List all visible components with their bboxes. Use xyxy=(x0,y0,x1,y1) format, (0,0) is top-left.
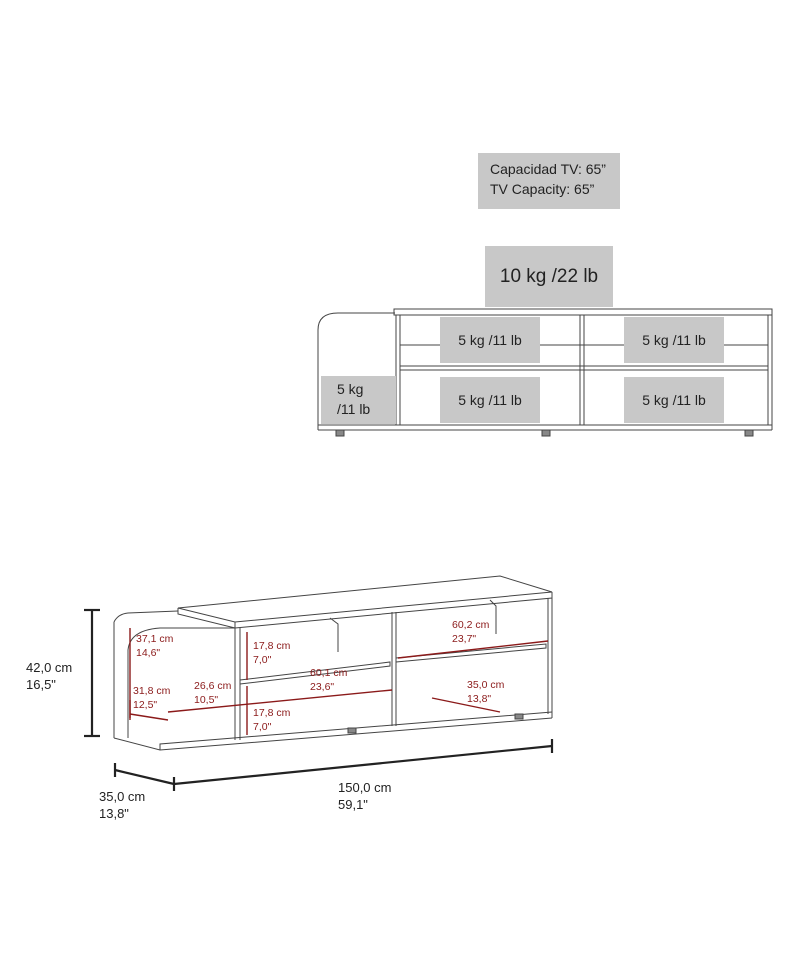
perspective-view xyxy=(113,575,553,751)
width-label: 150,0 cm 59,1" xyxy=(338,779,391,813)
right-depth-label: 35,0 cm 13,8" xyxy=(467,679,505,705)
inner-dimension-lines xyxy=(129,628,549,735)
depth-label: 35,0 cm 13,8" xyxy=(99,788,145,822)
right-width-label: 60,2 cm 23,7" xyxy=(452,619,490,645)
height-cm: 42,0 cm xyxy=(26,660,73,675)
center-lower-label: 17,8 cm 7,0" xyxy=(253,707,291,733)
persp-left-curved-panel xyxy=(127,627,235,738)
center-width-label: 60,1 cm 23,6" xyxy=(310,667,348,693)
shelf-load-bottom-right: 5 kg /11 lb xyxy=(624,377,724,423)
overall-dimension-lines xyxy=(84,608,554,791)
center-upper-label: 17,8 cm 7,0" xyxy=(253,640,291,666)
front-top-board xyxy=(393,308,773,316)
width-in: 59,1" xyxy=(338,797,368,812)
side-load-line2: /11 lb xyxy=(337,401,371,417)
side-load-label: 5 kg /11 lb xyxy=(321,376,396,424)
tv-capacity-label: Capacidad TV: 65” TV Capacity: 65” xyxy=(478,153,620,209)
dim-line-center-width xyxy=(167,689,393,713)
dim-line-side-depth xyxy=(129,713,169,721)
tv-capacity-es: Capacidad TV: 65” xyxy=(490,161,606,177)
side-upper-label: 37,1 cm 14,6" xyxy=(136,633,174,659)
depth-dim-line xyxy=(114,768,175,786)
dim-line-right-depth xyxy=(431,697,501,713)
foot-3 xyxy=(744,429,754,437)
height-label: 42,0 cm 16,5" xyxy=(26,659,72,693)
dim-line-right-width xyxy=(397,640,549,659)
width-cm: 150,0 cm xyxy=(338,780,392,795)
shelf-load-bottom-left: 5 kg /11 lb xyxy=(440,377,540,423)
height-in: 16,5" xyxy=(26,677,56,692)
foot-1 xyxy=(335,429,345,437)
top-load-label: 10 kg /22 lb xyxy=(485,246,613,307)
side-depth-label: 26,6 cm 10,5" xyxy=(194,680,232,706)
depth-in: 13,8" xyxy=(99,806,129,821)
foot-2 xyxy=(541,429,551,437)
shelf-load-top-left: 5 kg /11 lb xyxy=(440,317,540,363)
shelf-load-top-right: 5 kg /11 lb xyxy=(624,317,724,363)
front-left-curved-panel xyxy=(317,312,395,430)
side-load-line1: 5 kg xyxy=(337,381,364,397)
width-dim-line xyxy=(173,744,553,786)
side-lower-label: 31,8 cm 12,5" xyxy=(133,685,171,711)
depth-cm: 35,0 cm xyxy=(99,789,146,804)
tv-capacity-en: TV Capacity: 65” xyxy=(490,181,595,197)
